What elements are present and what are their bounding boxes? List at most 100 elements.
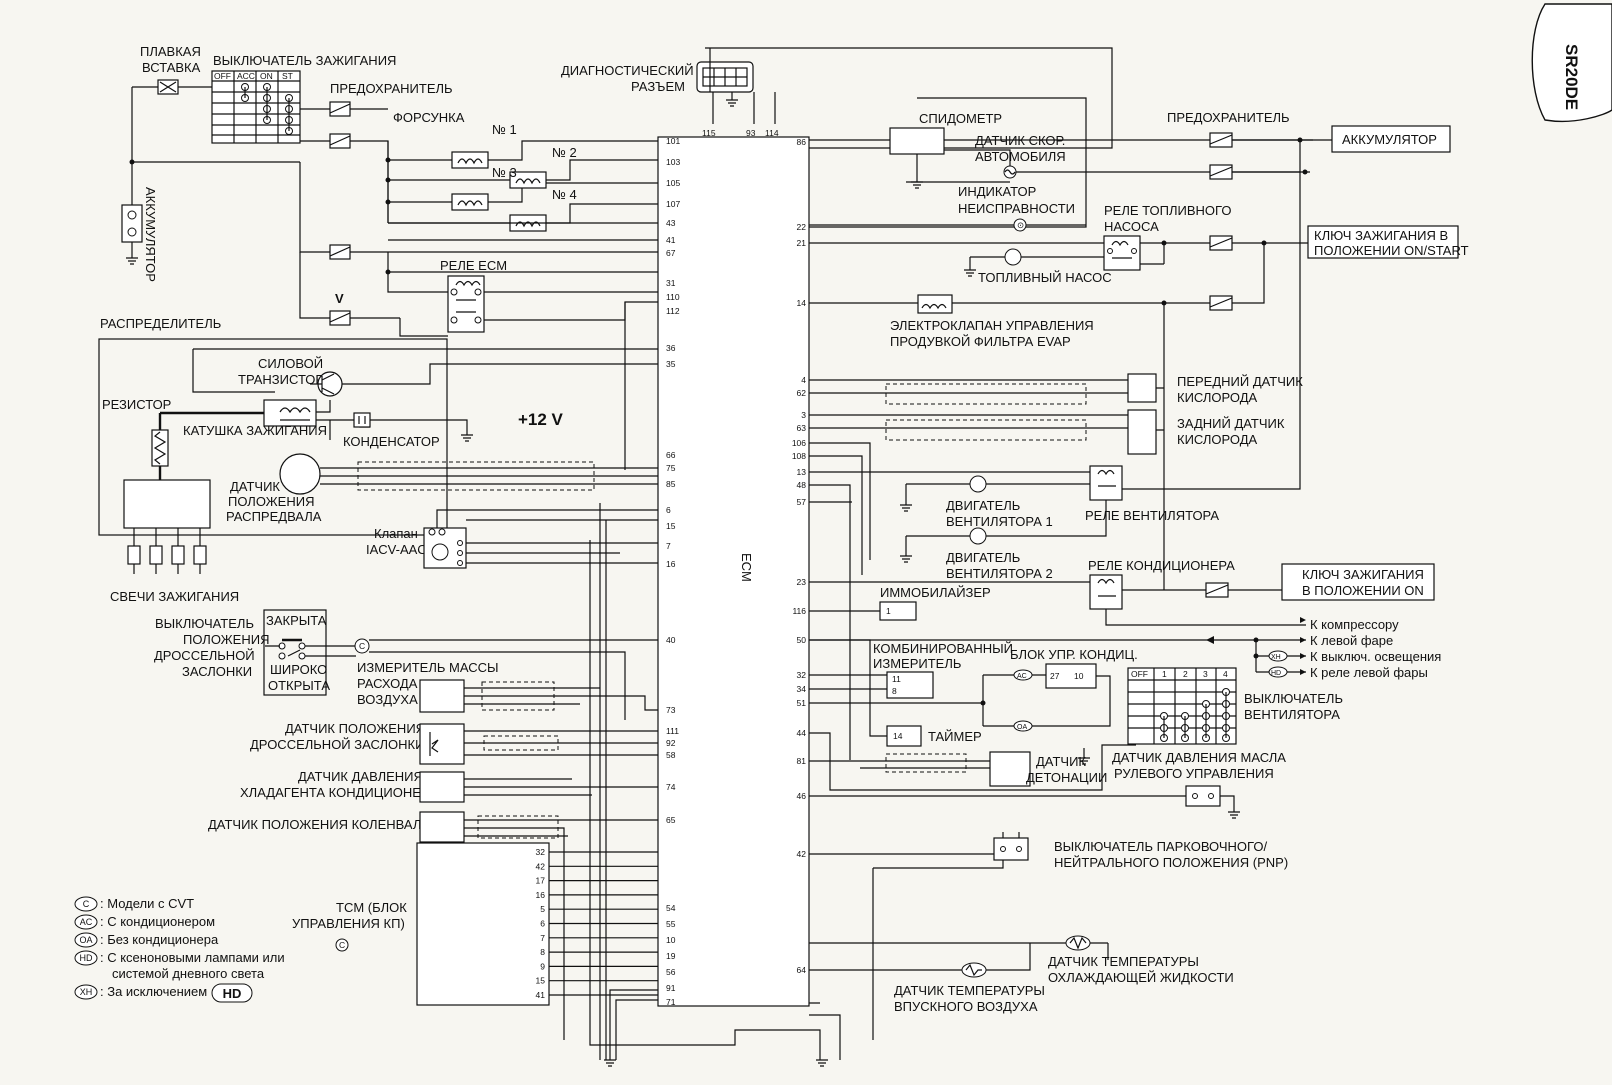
ecm-pin-44: 44 — [797, 728, 807, 738]
injector-label: ФОРСУНКА — [393, 110, 465, 125]
battery-right-label: АККУМУЛЯТОР — [1342, 132, 1437, 147]
ecm-pin-43: 43 — [666, 218, 676, 228]
pnp-label-1: ВЫКЛЮЧАТЕЛЬ ПАРКОВОЧНОГО/ — [1054, 839, 1267, 854]
mil-symbol: ⊙ — [1017, 220, 1024, 230]
ignition-switch-grid: OFF ACC ON ST — [211, 70, 301, 144]
ecm-pin-42: 42 — [797, 849, 807, 859]
ign-col-off: OFF — [214, 71, 231, 81]
ecm-pin-56: 56 — [666, 967, 676, 977]
speedometer-group: СПИДОМЕТР ДАТЧИК СКОР. АВТОМОБИЛЯ ⊙ ИНДИ… — [809, 97, 1313, 232]
ecm-pin-31: 31 — [666, 278, 676, 288]
power-transistor-label-1: СИЛОВОЙ — [258, 356, 323, 371]
rear-o2-label-2: КИСЛОРОДА — [1177, 432, 1258, 447]
output-arrows: XH HD К компрессору К левой фаре К выклю… — [809, 617, 1441, 680]
to-left-relay-label: К реле левой фары — [1310, 665, 1428, 680]
combi-meter-label-2: ИЗМЕРИТЕЛЬ — [873, 656, 961, 671]
power-supply-right: ПРЕДОХРАНИТЕЛЬ АККУМУЛЯТОР РЕЛЕ ТОПЛИВНО… — [809, 110, 1469, 490]
tcm-pin-41: 41 — [536, 990, 546, 1000]
maf-label-3: ВОЗДУХА — [357, 692, 418, 707]
ecm-pin-71: 71 — [666, 997, 676, 1007]
vss-label-1: ДАТЧИК СКОР. — [975, 133, 1065, 148]
power-steering-sensor: ДАТЧИК ДАВЛЕНИЯ МАСЛА РУЛЕВОГО УПРАВЛЕНИ… — [809, 750, 1286, 819]
fan-motor1-label-2: ВЕНТИЛЯТОРА 1 — [946, 514, 1053, 529]
tcm-pin-8: 8 — [540, 947, 545, 957]
intake-temp-label-1: ДАТЧИК ТЕМПЕРАТУРЫ — [894, 983, 1045, 998]
fan-relay-label: РЕЛЕ ВЕНТИЛЯТОРА — [1085, 508, 1219, 523]
ign-on-label-2: В ПОЛОЖЕНИИ ON — [1302, 583, 1424, 598]
wide-open-label-1: ШИРОКО — [270, 662, 327, 677]
battery-left-label: АККУМУЛЯТОР — [143, 187, 158, 282]
fan-motor2-label-2: ВЕНТИЛЯТОРА 2 — [946, 566, 1053, 581]
ecm-pin-16: 16 — [666, 559, 676, 569]
speedometer-label: СПИДОМЕТР — [919, 111, 1002, 126]
ac-unit-pin-10: 10 — [1074, 671, 1084, 681]
tag-ac-acunit: AC — [1017, 673, 1027, 680]
distributor: РАСПРЕДЕЛИТЕЛЬ СИЛОВОЙ ТРАНЗИСТОР РЕЗИСТ… — [98, 316, 658, 536]
oxygen-sensors: ПЕРЕДНИЙ ДАТЧИК КИСЛОРОДА ЗАДНИЙ ДАТЧИК … — [809, 373, 1303, 455]
ign-on-label-1: КЛЮЧ ЗАЖИГАНИЯ — [1302, 567, 1424, 582]
ecm-top-pin-93: 93 — [746, 128, 756, 138]
legend-tag-hd: HD — [80, 953, 93, 963]
throttle-position-switch: ВЫКЛЮЧАТЕЛЬ ПОЛОЖЕНИЯ ДРОССЕЛЬНОЙ ЗАСЛОН… — [154, 609, 658, 720]
legend-text-2: : Без кондиционера — [100, 932, 219, 947]
tcm-pin-9: 9 — [540, 961, 545, 971]
ecm-pin-92: 92 — [666, 738, 676, 748]
temperature-sensors: ДАТЧИК ТЕМПЕРАТУРЫ ОХЛАЖДАЮЩЕЙ ЖИДКОСТИ … — [809, 935, 1234, 1014]
ecm-pin-50: 50 — [797, 635, 807, 645]
fan-switch-col-off: OFF — [1131, 669, 1148, 679]
ecm-pin-36: 36 — [666, 343, 676, 353]
ecm-pin-46: 46 — [797, 791, 807, 801]
legend-text-5: : За исключением — [100, 984, 207, 999]
coolant-temp-label-1: ДАТЧИК ТЕМПЕРАТУРЫ — [1048, 954, 1199, 969]
immobilizer-group: ИММОБИЛАЙЗЕР 1 — [809, 585, 991, 621]
fan-motor2-label-1: ДВИГАТЕЛЬ — [946, 550, 1020, 565]
ac-unit-label: БЛОК УПР. КОНДИЦ. — [1010, 647, 1138, 662]
ecm-pin-107: 107 — [666, 199, 680, 209]
ecm-left-pin-labels: 1011031051074341673111011236356675856157… — [666, 136, 680, 1007]
combination-meter: КОМБИНИРОВАННЫЙ ИЗМЕРИТЕЛЬ 11 8 БЛОК УПР… — [809, 641, 1138, 732]
timer-pin: 14 — [893, 731, 903, 741]
ecm-pin-13: 13 — [797, 467, 807, 477]
knock-label-1: ДАТЧИК — [1036, 754, 1086, 769]
legend-text-4: системой дневного света — [112, 966, 265, 981]
fuel-pump-relay-label-2: НАСОСА — [1104, 219, 1159, 234]
evap-label-1: ЭЛЕКТРОКЛАПАН УПРАВЛЕНИЯ — [890, 318, 1094, 333]
tag-oa-acunit: OA — [1017, 724, 1027, 731]
injector-no-2: № 2 — [552, 145, 577, 160]
ecm-pin-4: 4 — [801, 375, 806, 385]
maf-label-1: ИЗМЕРИТЕЛЬ МАССЫ — [357, 660, 499, 675]
condenser-label: КОНДЕНСАТОР — [343, 434, 440, 449]
ecm-pin-48: 48 — [797, 480, 807, 490]
ac-relay-group: РЕЛЕ КОНДИЦИОНЕРА КЛЮЧ ЗАЖИГАНИЯ В ПОЛОЖ… — [809, 470, 1435, 626]
fan-switch-col-4: 4 — [1223, 669, 1228, 679]
model-badge-text: SR20DE — [1562, 44, 1581, 110]
fan-switch-col-2: 2 — [1183, 669, 1188, 679]
tcm-pin-5: 5 — [540, 904, 545, 914]
legend-tag-oa-ellipse — [74, 932, 98, 948]
rear-o2-label-1: ЗАДНИЙ ДАТЧИК — [1177, 416, 1285, 431]
tcm-label-1: TCM (БЛОК — [336, 900, 407, 915]
tcm-label-2: УПРАВЛЕНИЯ КП) — [292, 916, 405, 931]
ecm-pin-22: 22 — [797, 222, 807, 232]
spark-plugs-label: СВЕЧИ ЗАЖИГАНИЯ — [110, 589, 239, 604]
ecm-pin-86: 86 — [797, 137, 807, 147]
cooling-fans: РЕЛЕ ВЕНТИЛЯТОРА ДВИГАТЕЛЬ ВЕНТИЛЯТОРА 1… — [809, 442, 1219, 760]
combi-pin-11: 11 — [892, 674, 901, 684]
fusible-link-label-2: ВСТАВКА — [142, 60, 201, 75]
diagnostic-connector: ДИАГНОСТИЧЕСКИЙ РАЗЪЕМ — [561, 47, 1113, 149]
timer-label: ТАЙМЕР — [928, 729, 982, 744]
legend-tag-hd-ellipse — [74, 950, 98, 966]
ecm-pin-105: 105 — [666, 178, 680, 188]
injector-no-1: № 1 — [492, 122, 517, 137]
ecm-label: ECM — [739, 553, 754, 582]
combi-pin-8: 8 — [892, 686, 897, 696]
throttle-switch-label-4: ЗАСЛОНКИ — [182, 664, 252, 679]
ecm-pin-103: 103 — [666, 157, 680, 167]
ign-col-st: ST — [282, 71, 293, 81]
ign-on-start-label-2: ПОЛОЖЕНИИ ON/START — [1314, 243, 1469, 258]
ecm-pin-40: 40 — [666, 635, 676, 645]
crank-sensor-label: ДАТЧИК ПОЛОЖЕНИЯ КОЛЕНВАЛА — [208, 817, 430, 832]
plus-v-mark: V — [335, 291, 344, 306]
